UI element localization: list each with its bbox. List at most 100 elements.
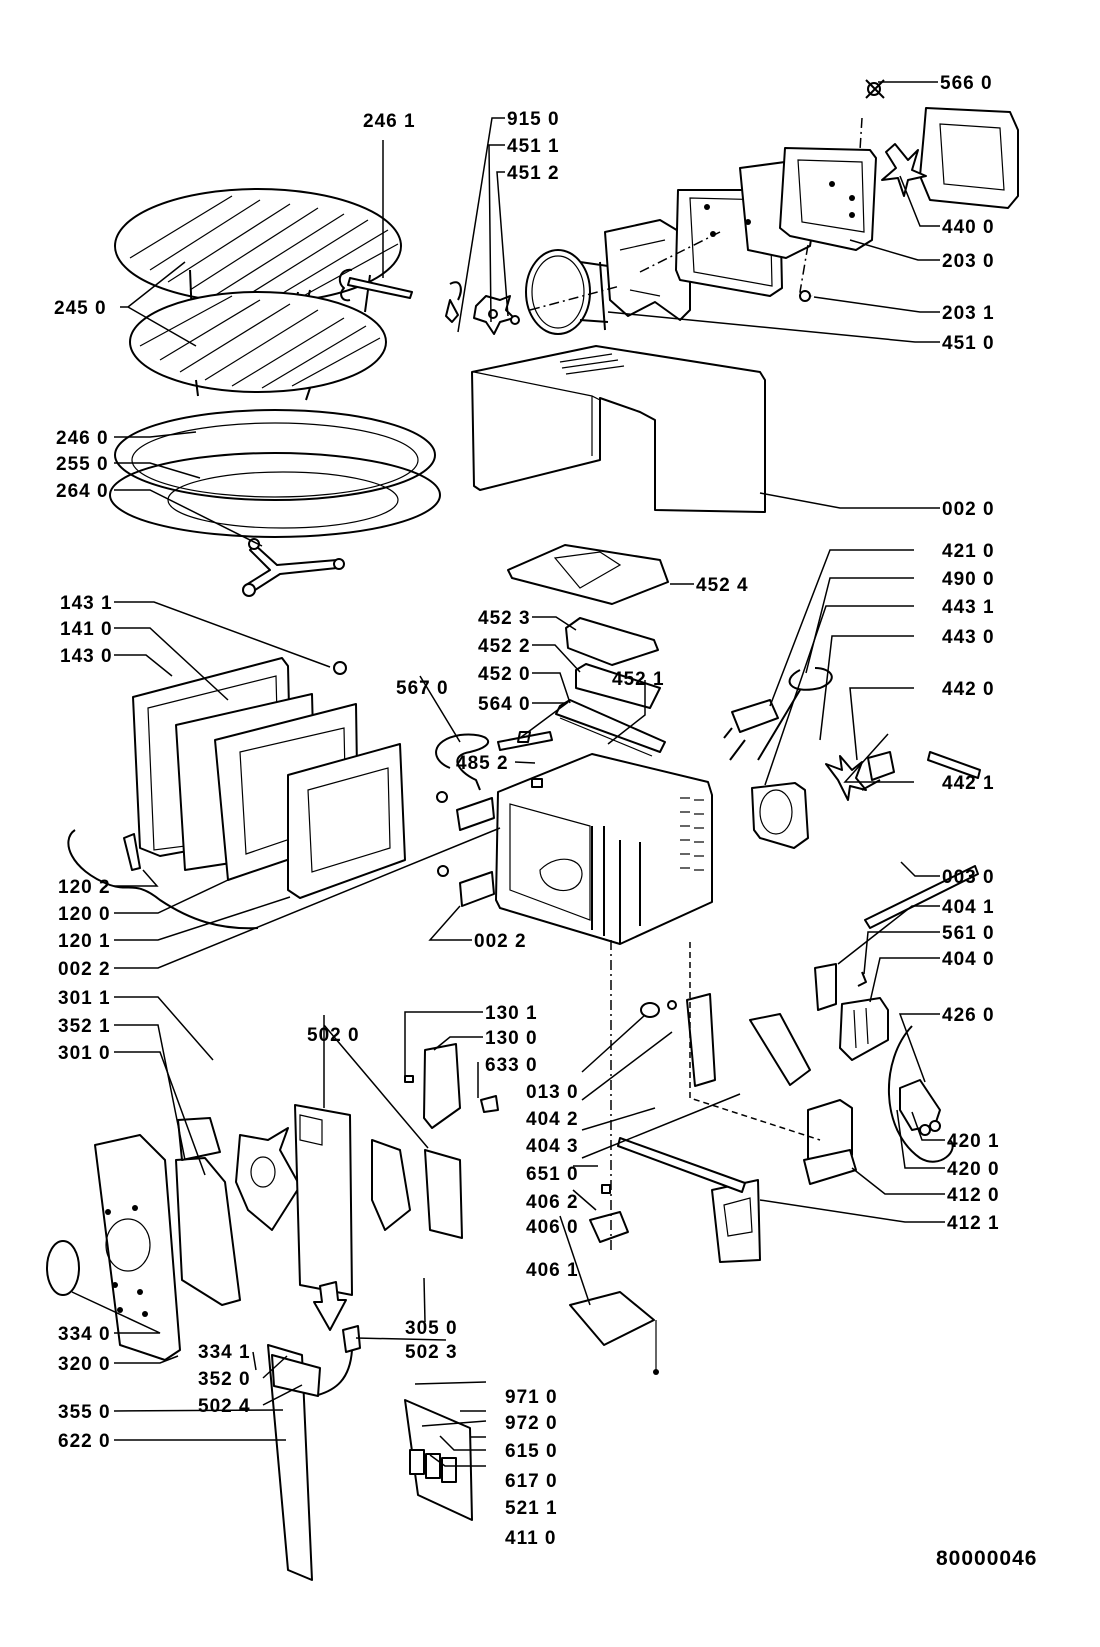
label-0022-left: 002 2 bbox=[58, 959, 111, 980]
microswitch bbox=[480, 1095, 499, 1113]
label-3521: 352 1 bbox=[58, 1016, 111, 1037]
label-2460: 246 0 bbox=[56, 428, 109, 449]
label-4060: 406 0 bbox=[526, 1217, 579, 1238]
label-5211: 521 1 bbox=[505, 1498, 558, 1519]
label-4523: 452 3 bbox=[478, 608, 531, 629]
label-5670: 567 0 bbox=[396, 678, 449, 699]
label-4062: 406 2 bbox=[526, 1192, 579, 1213]
door-inner-frame bbox=[287, 743, 406, 899]
turntable-shaft bbox=[617, 1137, 746, 1193]
label-4260: 426 0 bbox=[942, 1005, 995, 1026]
label-3011: 301 1 bbox=[58, 988, 111, 1009]
leader-lines bbox=[71, 81, 945, 1467]
label-3200: 320 0 bbox=[58, 1354, 111, 1375]
label-2461: 246 1 bbox=[363, 111, 416, 132]
door-screw bbox=[333, 661, 347, 675]
label-3050: 305 0 bbox=[405, 1318, 458, 1339]
label-0022-right: 002 2 bbox=[474, 931, 527, 952]
label-4421: 442 1 bbox=[942, 773, 995, 794]
label-9710: 971 0 bbox=[505, 1387, 558, 1408]
label-6170: 617 0 bbox=[505, 1471, 558, 1492]
label-4520: 452 0 bbox=[478, 664, 531, 685]
label-5660: 566 0 bbox=[940, 73, 993, 94]
label-5023: 502 3 bbox=[405, 1342, 458, 1363]
label-9720: 972 0 bbox=[505, 1413, 558, 1434]
fan-motor-bracket bbox=[927, 751, 981, 779]
cooling-fan-blade bbox=[825, 755, 867, 801]
magnetron-clip bbox=[857, 971, 867, 987]
label-0030: 003 0 bbox=[942, 867, 995, 888]
label-4521: 452 1 bbox=[612, 669, 665, 690]
fan-duct bbox=[751, 782, 809, 849]
label-2031: 203 1 bbox=[942, 303, 995, 324]
label-4524: 452 4 bbox=[696, 575, 749, 596]
label-4043: 404 3 bbox=[526, 1136, 579, 1157]
label-4121: 412 1 bbox=[947, 1213, 1000, 1234]
label-2640: 264 0 bbox=[56, 481, 109, 502]
label-4510: 451 0 bbox=[942, 333, 995, 354]
label-4110: 411 0 bbox=[505, 1528, 557, 1549]
motor-cover-plate bbox=[569, 1291, 659, 1375]
label-4041: 404 1 bbox=[942, 897, 995, 918]
label-1202: 120 2 bbox=[58, 877, 111, 898]
label-6330: 633 0 bbox=[485, 1055, 538, 1076]
hinge-plate-upper bbox=[436, 791, 495, 831]
label-4852: 485 2 bbox=[456, 753, 509, 774]
thermostat-wire bbox=[435, 733, 490, 791]
heater-element bbox=[555, 699, 666, 757]
label-4400: 440 0 bbox=[942, 217, 995, 238]
label-5024: 502 4 bbox=[198, 1396, 251, 1417]
control-board-insulator bbox=[371, 1139, 411, 1231]
magnetron-bracket bbox=[814, 963, 837, 1011]
magnetron bbox=[839, 997, 889, 1061]
label-4061: 406 1 bbox=[526, 1260, 579, 1281]
label-4511: 451 1 bbox=[507, 136, 560, 157]
cabinet-rail bbox=[864, 865, 979, 929]
label-6150: 615 0 bbox=[505, 1441, 558, 1462]
control-panel-front bbox=[94, 1134, 181, 1361]
label-3520: 352 0 bbox=[198, 1369, 251, 1390]
grill-rack-lower bbox=[129, 291, 387, 401]
label-1410: 141 0 bbox=[60, 619, 113, 640]
control-knob bbox=[46, 1240, 80, 1296]
label-4512: 451 2 bbox=[507, 163, 560, 184]
label-1300: 130 0 bbox=[485, 1028, 538, 1049]
label-6220: 622 0 bbox=[58, 1431, 111, 1452]
label-1200: 120 0 bbox=[58, 904, 111, 925]
rack-support-bracket bbox=[338, 268, 413, 302]
thermal-fuse bbox=[497, 731, 553, 751]
turntable-support-ring bbox=[109, 452, 441, 538]
label-4120: 412 0 bbox=[947, 1185, 1000, 1206]
waveguide-cover bbox=[711, 1179, 761, 1263]
convection-fan-small bbox=[865, 79, 927, 197]
label-0020: 002 0 bbox=[942, 499, 995, 520]
label-3341: 334 1 bbox=[198, 1342, 251, 1363]
label-1301: 130 1 bbox=[485, 1003, 538, 1024]
label-1201: 120 1 bbox=[58, 931, 111, 952]
grill-element-assembly bbox=[525, 107, 1019, 335]
fan-blade-and-screw bbox=[445, 281, 520, 335]
label-0130: 013 0 bbox=[526, 1082, 579, 1103]
control-panel-frame bbox=[175, 1157, 241, 1306]
capacitor-noise-filter bbox=[723, 699, 779, 761]
down-arrow bbox=[313, 1281, 347, 1331]
foot bbox=[640, 1000, 677, 1018]
label-9150: 915 0 bbox=[507, 109, 560, 130]
label-4210: 421 0 bbox=[942, 541, 995, 562]
label-4420: 442 0 bbox=[942, 679, 995, 700]
label-1430: 143 0 bbox=[60, 646, 113, 667]
control-board-main bbox=[294, 1104, 353, 1296]
high-voltage-wire bbox=[887, 1025, 954, 1163]
label-5020: 502 0 bbox=[307, 1025, 360, 1046]
hinge-plate-lower bbox=[437, 865, 495, 907]
label-3010: 301 0 bbox=[58, 1043, 111, 1064]
label-5610: 561 0 bbox=[942, 923, 995, 944]
hv-capacitor bbox=[899, 1079, 941, 1136]
relay-board bbox=[404, 1399, 473, 1521]
label-3550: 355 0 bbox=[58, 1402, 111, 1423]
turntable-coupler bbox=[242, 538, 345, 597]
callout-labels: 566 0 246 1 915 0 451 1 451 2 440 0 245 … bbox=[54, 73, 1000, 1549]
label-3340: 334 0 bbox=[58, 1324, 111, 1345]
label-2450: 245 0 bbox=[54, 298, 107, 319]
control-board-power bbox=[424, 1149, 463, 1239]
